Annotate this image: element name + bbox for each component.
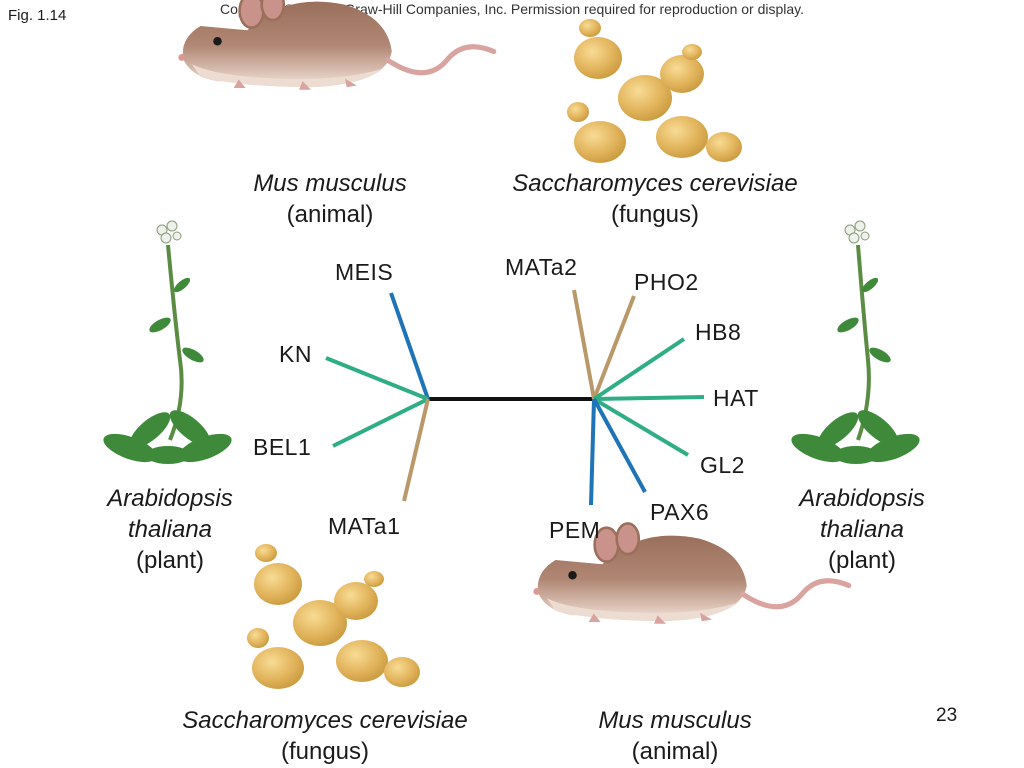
branch-hb8 [592,337,686,401]
gene-label-bel1: BEL1 [253,434,312,460]
gene-label-hb8: HB8 [695,319,742,345]
gene-label-kn: KN [279,341,312,367]
organism-kind: (animal) [286,201,374,228]
branch-pax6 [592,398,647,493]
gene-label-mata1: MATa1 [328,513,401,539]
plant-illustration-right [791,220,920,464]
copyright-notice: Copyright © The McGraw-Hill Companies, I… [219,1,805,17]
gene-label-meis: MEIS [335,259,394,285]
organism-kind: (animal) [631,738,719,765]
branch-mata1 [402,398,430,502]
gene-label-pax6: PAX6 [650,499,710,525]
scientific-name: Saccharomyces cerevisiae [512,170,798,197]
scientific-name: Mus musculus [253,170,407,197]
gene-label-gl2: GL2 [700,452,745,478]
organism-kind: (fungus) [610,201,700,228]
species-caption-left: Arabidopsis thaliana (plant) [70,483,270,576]
species-caption-right: Arabidopsis thaliana (plant) [762,483,962,576]
branch-pem [589,398,596,506]
species-caption-top-left: Mus musculus (animal) [200,168,460,230]
gene-label-mata2: MATa2 [505,254,578,280]
plant-illustration-left [103,220,232,464]
scientific-name: Saccharomyces cerevisiae [182,707,468,734]
mouse-illustration-top-left [178,0,493,90]
slide-number: 23 [936,705,958,726]
scientific-name-line1: Arabidopsis [107,485,233,512]
branch-kn [325,356,429,401]
scientific-name-line2: thaliana [819,516,905,543]
organism-kind: (plant) [827,547,897,574]
species-caption-bottom-left: Saccharomyces cerevisiae (fungus) [140,705,510,767]
phylogenetic-tree [325,289,705,506]
organism-kind: (plant) [135,547,205,574]
branch-bel1 [332,397,429,448]
scientific-name: Mus musculus [598,707,752,734]
branch-gl2 [592,397,690,457]
gene-label-pem: PEM [549,517,601,543]
scientific-name-line1: Arabidopsis [799,485,925,512]
organism-kind: (fungus) [280,738,370,765]
scientific-name-line2: thaliana [127,516,213,543]
yeast-illustration-top-right [567,19,742,163]
gene-label-hat: HAT [713,385,759,411]
branch-pho2 [592,295,636,400]
gene-label-pho2: PHO2 [634,269,699,295]
branch-hat [593,395,705,401]
species-caption-bottom-right: Mus musculus (animal) [545,705,805,767]
species-caption-top-right: Saccharomyces cerevisiae (fungus) [470,168,840,230]
figure-label: Fig. 1.14 [8,7,67,24]
branch-meis [389,292,430,400]
branch-mata2 [572,289,596,400]
yeast-illustration-bottom-left [247,544,420,689]
